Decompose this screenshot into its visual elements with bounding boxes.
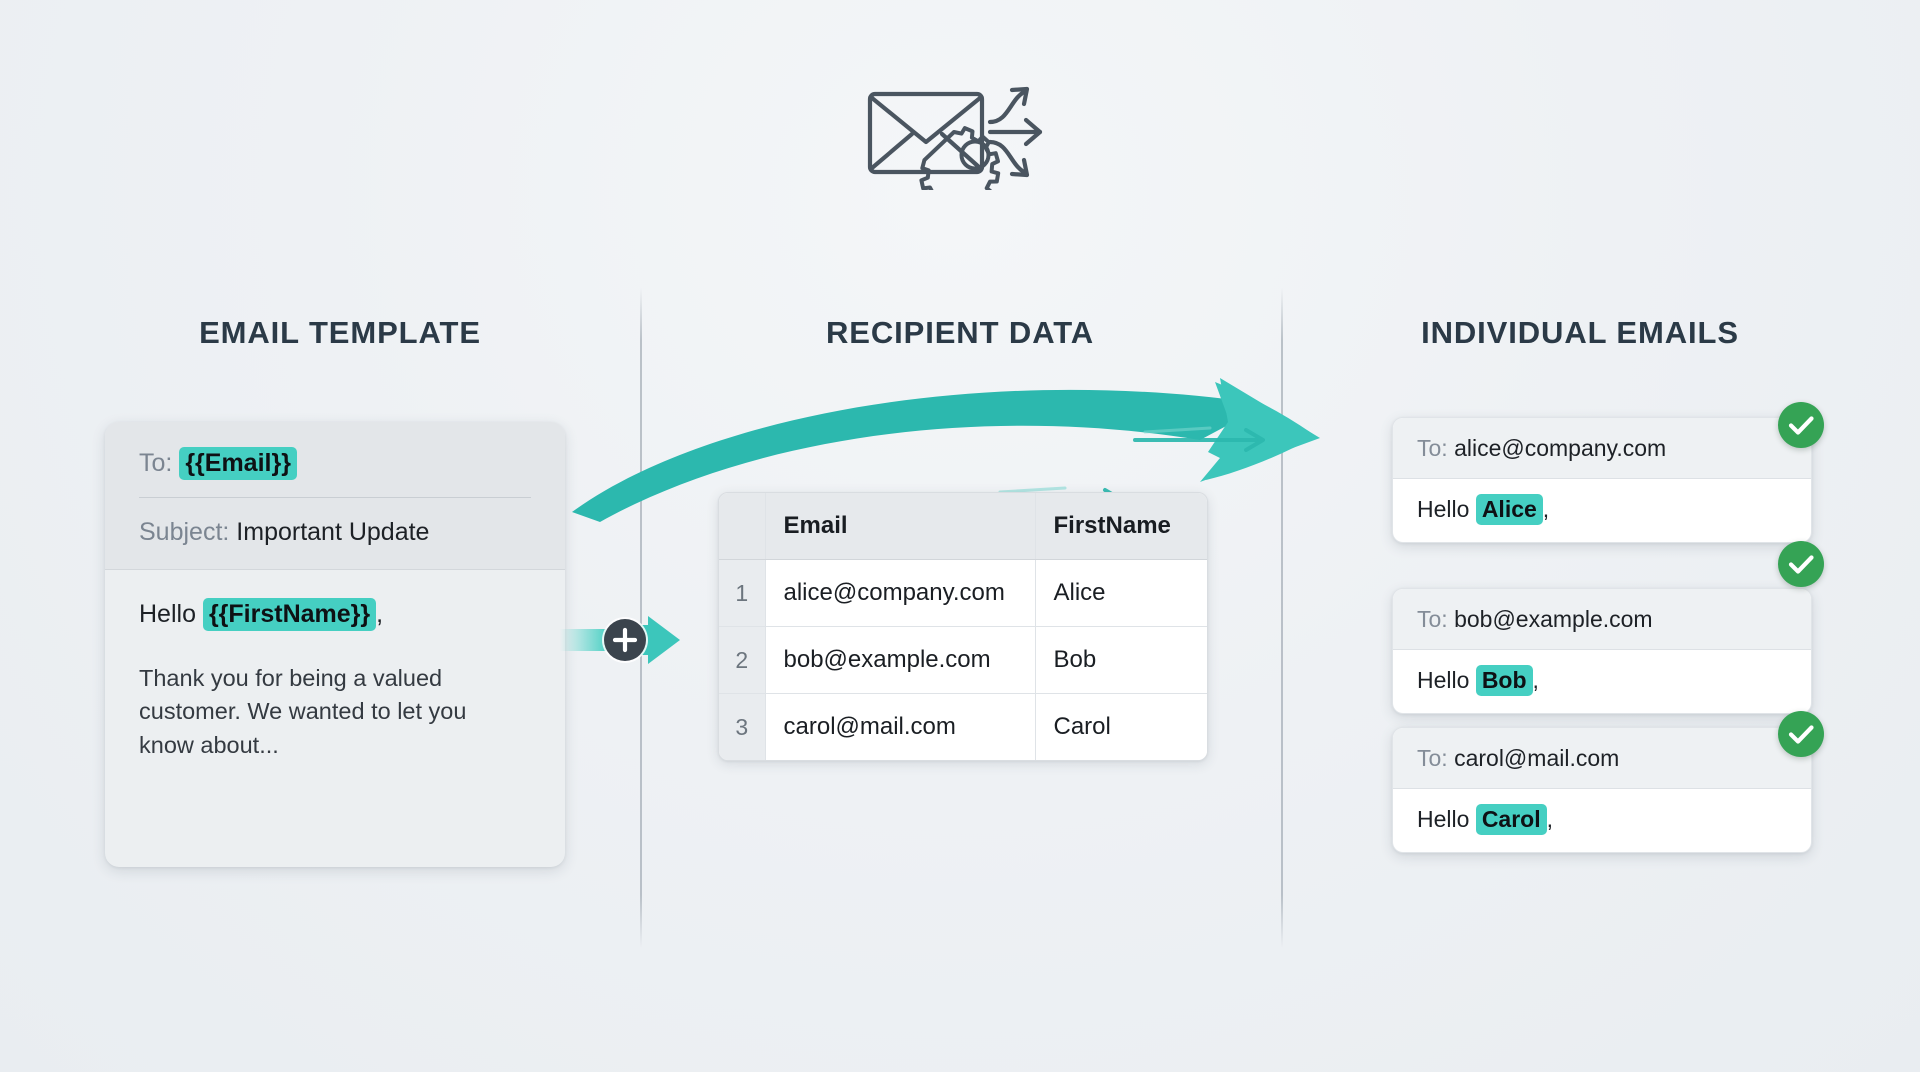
template-subject-row: Subject: Important Update [139,517,531,547]
template-greeting: Hello {{FirstName}}, [139,598,531,631]
template-subject-value: Important Update [236,518,430,546]
email-to-value: alice@company.com [1454,435,1667,461]
email-greeting-prefix: Hello [1417,667,1470,693]
email-to-value: carol@mail.com [1454,745,1620,771]
template-to-row: To: {{Email}} [139,447,531,480]
column-divider-left [640,288,642,948]
table-header-row: Email FirstName [719,493,1207,560]
table-row[interactable]: 1 alice@company.com Alice [719,559,1207,627]
heading-email-template: EMAIL TEMPLATE [199,315,481,350]
cell-email: carol@mail.com [765,693,1036,760]
email-to-label: To: [1417,435,1448,461]
recipient-data-table[interactable]: Email FirstName 1 alice@company.com Alic… [718,492,1208,761]
email-to-row: To: carol@mail.com [1393,728,1811,789]
email-merged-name: Alice [1475,494,1543,525]
table-header-email: Email [765,493,1036,560]
email-template-card[interactable]: To: {{Email}} Subject: Important Update … [105,422,565,867]
template-subject-label: Subject: [139,518,230,546]
template-divider [139,497,531,498]
table-row[interactable]: 2 bob@example.com Bob [719,626,1207,694]
email-to-label: To: [1417,745,1448,771]
merge-connector [560,598,710,682]
template-greeting-prefix: Hello [139,600,196,628]
email-greeting-suffix: , [1542,496,1550,522]
email-greeting-row: Hello Carol, [1393,789,1811,852]
template-firstname-token: {{FirstName}} [202,598,377,631]
check-icon [1788,416,1814,435]
cell-firstname: Carol [1035,693,1207,760]
template-paragraph: Thank you for being a valued customer. W… [139,665,467,758]
status-badge-sent [1778,541,1824,587]
row-index: 2 [719,626,766,694]
individual-email-card[interactable]: To: bob@example.com Hello Bob, [1392,588,1812,714]
cell-email: alice@company.com [765,559,1036,627]
heading-recipient-data: RECIPIENT DATA [825,315,1095,350]
email-to-value: bob@example.com [1454,606,1653,632]
envelope-gear-share-icon [858,70,1058,214]
cell-firstname: Alice [1035,559,1207,627]
email-greeting-prefix: Hello [1417,496,1470,522]
table-row[interactable]: 3 carol@mail.com Carol [719,693,1207,760]
email-greeting-row: Hello Bob, [1393,650,1811,713]
email-merged-name: Carol [1475,804,1547,835]
table-index-header [719,493,766,560]
status-badge-sent [1778,711,1824,757]
heading-individual-emails: INDIVIDUAL EMAILS [1421,315,1739,350]
individual-email-card[interactable]: To: alice@company.com Hello Alice, [1392,417,1812,543]
individual-email-card[interactable]: To: carol@mail.com Hello Carol, [1392,727,1812,853]
email-to-row: To: alice@company.com [1393,418,1811,479]
template-body: Hello {{FirstName}}, Thank you for being… [105,570,565,762]
check-icon [1788,725,1814,744]
table-header-firstname: FirstName [1035,493,1207,560]
status-badge-sent [1778,402,1824,448]
template-greeting-suffix: , [376,600,384,628]
email-greeting-suffix: , [1546,806,1553,832]
cell-email: bob@example.com [765,626,1036,694]
template-header: To: {{Email}} Subject: Important Update [105,422,565,570]
column-divider-right [1281,288,1283,948]
template-to-label: To: [139,449,173,477]
email-merged-name: Bob [1475,665,1533,696]
email-to-label: To: [1417,606,1448,632]
row-index: 1 [719,559,766,627]
check-icon [1788,555,1814,574]
email-to-row: To: bob@example.com [1393,589,1811,650]
email-greeting-prefix: Hello [1417,806,1470,832]
email-greeting-suffix: , [1532,667,1539,693]
row-index: 3 [719,693,766,760]
template-to-token: {{Email}} [179,447,297,480]
email-greeting-row: Hello Alice, [1393,479,1811,542]
cell-firstname: Bob [1035,626,1207,694]
